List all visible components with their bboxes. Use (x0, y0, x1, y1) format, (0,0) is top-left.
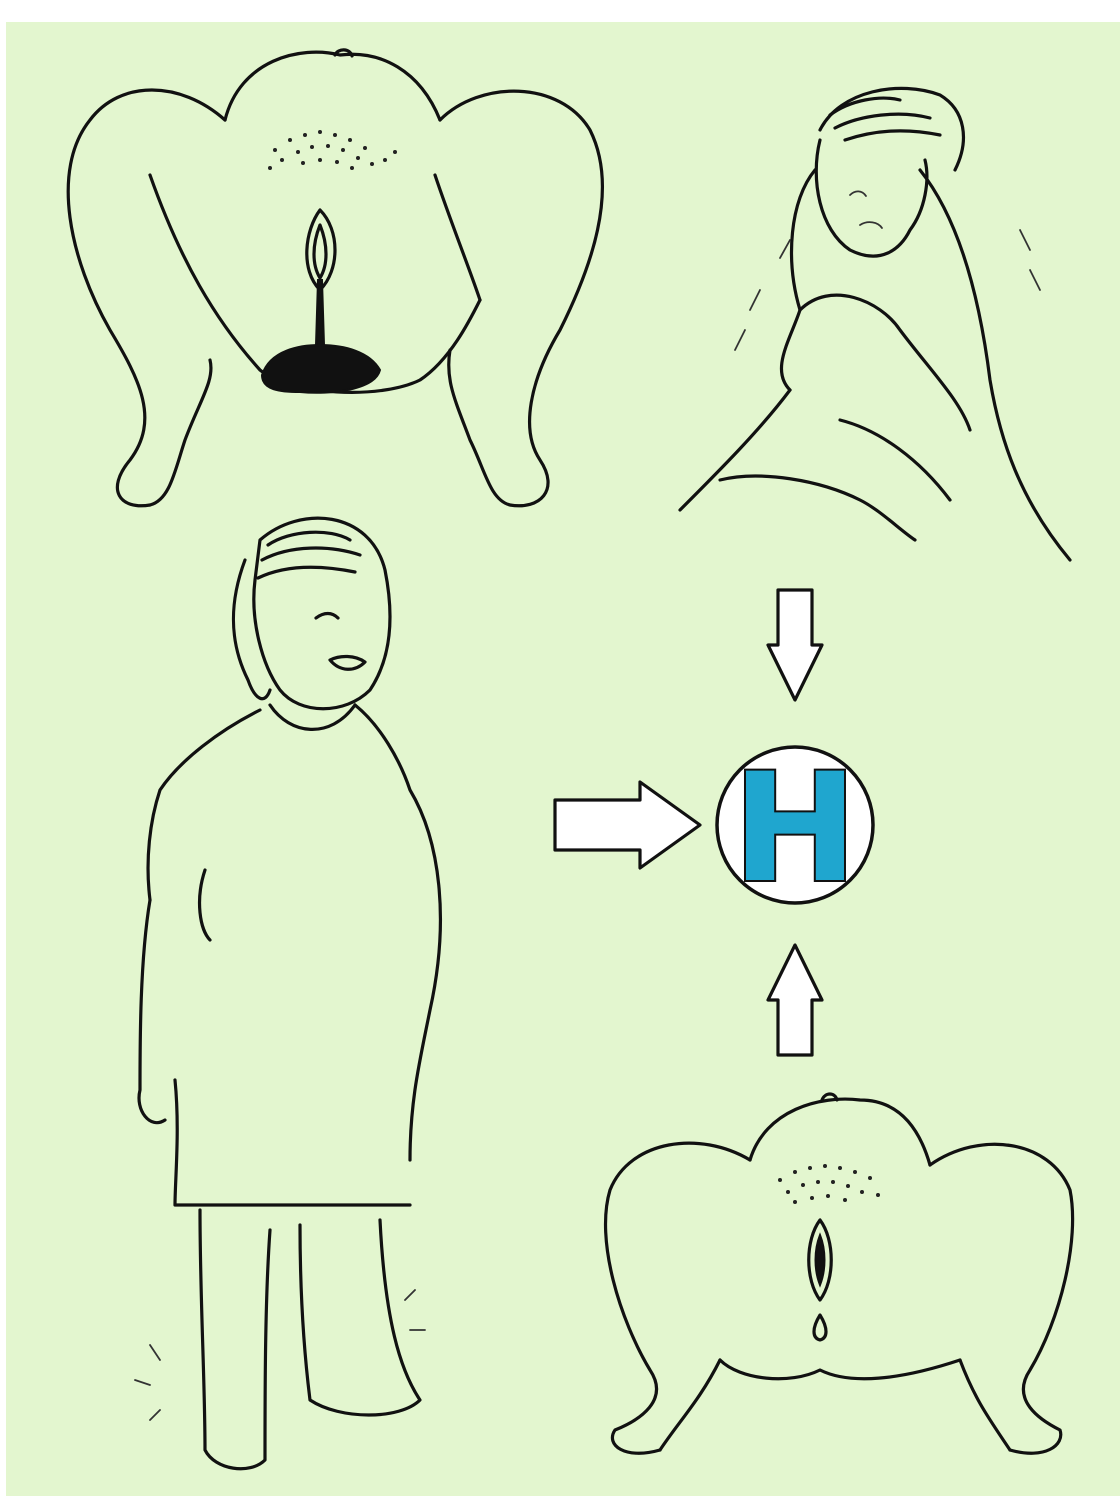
arrow-right (555, 782, 700, 868)
swelling-figure (135, 518, 440, 1469)
arrow-up (768, 945, 822, 1055)
bleeding-figure (68, 50, 602, 506)
fever-figure (680, 88, 1070, 560)
leaking-figure (606, 1094, 1073, 1453)
hospital-sign: H (717, 742, 873, 916)
arrow-down (768, 590, 822, 700)
hair-dots-top (268, 130, 397, 170)
hair-dots-bottom (778, 1164, 880, 1204)
hospital-letter: H (732, 742, 858, 916)
